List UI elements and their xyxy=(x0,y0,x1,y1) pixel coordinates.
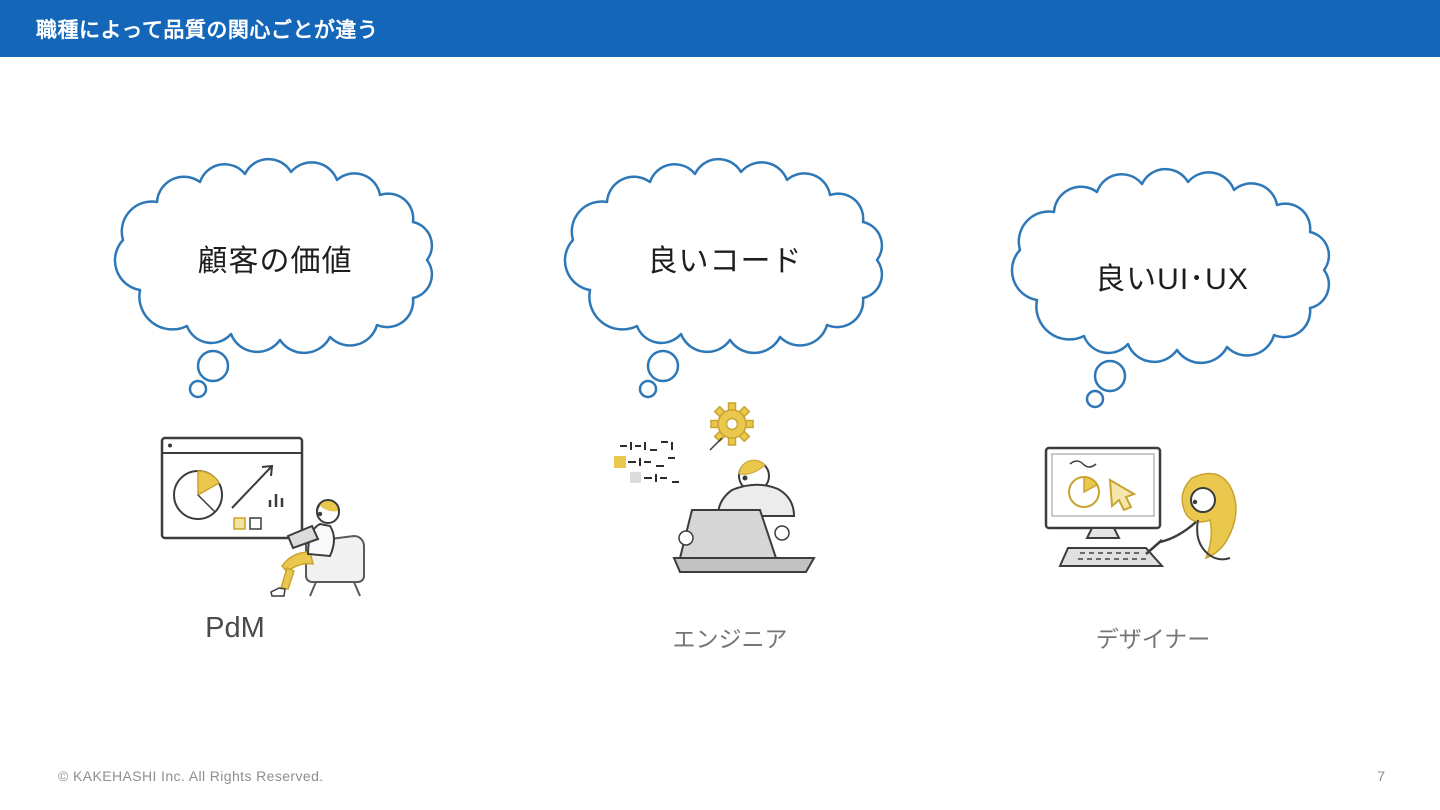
header-bar: 職種によって品質の関心ごとが違う xyxy=(0,0,1440,57)
engineer-illustration xyxy=(614,402,816,573)
thought-bubble-pdm: 顧客の価値 xyxy=(95,140,455,410)
code-lines-icon xyxy=(620,441,679,483)
pdm-person xyxy=(270,499,365,597)
designer-person xyxy=(1145,472,1237,561)
stylus-pen-icon xyxy=(1145,539,1163,555)
cursor-arrow-icon xyxy=(1108,478,1137,512)
thought-bubble-engineer: 良いコード xyxy=(545,140,905,410)
thought-text-designer: 良いUI･UX xyxy=(1095,263,1249,296)
bar-chart-icon xyxy=(268,494,284,507)
thought-bubble-designer: 良いUI･UX xyxy=(992,150,1352,420)
headset-icon xyxy=(316,499,340,512)
slide-title: 職種によって品質の関心ごとが違う xyxy=(36,18,379,42)
code-highlight-gray xyxy=(630,472,641,483)
keyboard-icon xyxy=(1058,547,1165,567)
thought-cloud-icon xyxy=(1010,167,1331,409)
footer-copyright: © KAKEHASHI Inc. All Rights Reserved. xyxy=(58,768,324,784)
role-label-engineer: エンジニア xyxy=(672,626,788,652)
laptop-icon xyxy=(286,524,320,550)
thought-text-pdm: 顧客の価値 xyxy=(197,245,353,278)
designer-illustration xyxy=(1044,446,1237,567)
thought-cloud-icon xyxy=(113,157,434,399)
thought-cloud-icon xyxy=(563,157,884,399)
gear-icon xyxy=(710,402,754,446)
legend-square-yellow xyxy=(233,517,246,530)
role-label-designer: デザイナー xyxy=(1095,626,1211,652)
engineer-person xyxy=(716,459,796,517)
trend-arrow-icon xyxy=(231,464,274,509)
monitor-icon xyxy=(1044,446,1162,539)
pie-chart-icon xyxy=(173,470,223,520)
page-number: 7 xyxy=(1377,768,1385,784)
thought-text-engineer: 良いコード xyxy=(647,245,803,278)
role-label-pdm: PdM xyxy=(205,612,265,644)
code-highlight-yellow xyxy=(614,456,626,468)
laptop-icon xyxy=(672,509,816,573)
pdm-illustration xyxy=(160,436,365,597)
legend-square-white xyxy=(249,517,262,530)
